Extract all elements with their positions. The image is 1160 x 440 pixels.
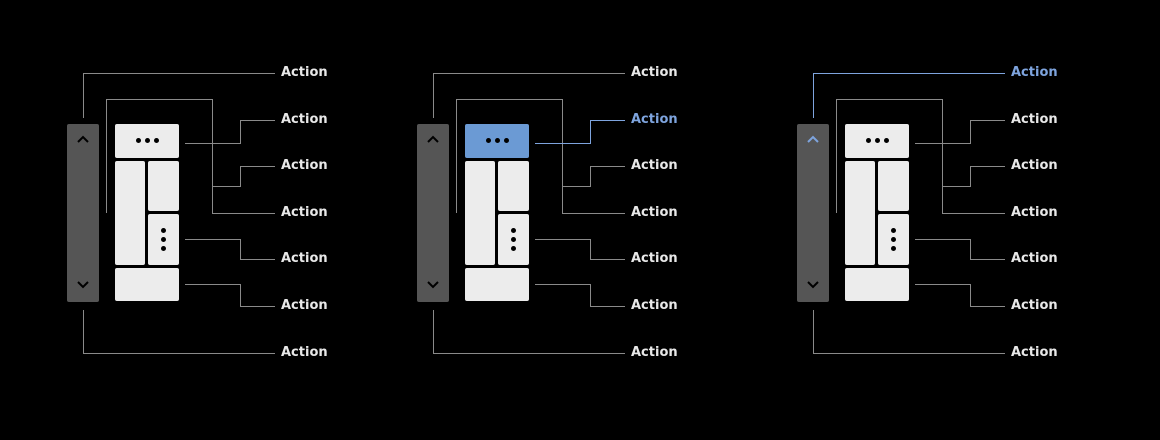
more-vertical-icon <box>510 214 516 265</box>
action-label-active[interactable]: Action <box>631 112 678 127</box>
action-label[interactable]: Action <box>1011 112 1058 127</box>
more-horizontal-tile[interactable] <box>115 124 179 158</box>
leader-line <box>212 166 275 187</box>
leader-line <box>942 166 1005 187</box>
more-vertical-icon <box>890 214 896 265</box>
more-vertical-icon <box>160 214 166 265</box>
leader-line <box>433 310 625 354</box>
action-label[interactable]: Action <box>1011 251 1058 266</box>
more-vertical-tile[interactable] <box>878 214 909 265</box>
wide-tile[interactable] <box>115 268 179 301</box>
action-label[interactable]: Action <box>281 298 328 313</box>
leader-line-active <box>813 73 1005 118</box>
wide-tile[interactable] <box>845 268 909 301</box>
small-tile[interactable] <box>148 161 179 211</box>
leader-line <box>185 239 275 260</box>
leader-line <box>915 120 1005 144</box>
tall-tile[interactable] <box>845 161 875 265</box>
scrollbar[interactable] <box>797 124 829 302</box>
chevron-up-icon[interactable] <box>417 134 449 154</box>
more-horizontal-icon <box>465 138 529 143</box>
leader-line <box>836 99 1005 214</box>
action-label[interactable]: Action <box>1011 158 1058 173</box>
chevron-up-icon[interactable] <box>67 134 99 154</box>
chevron-down-icon[interactable] <box>417 280 449 300</box>
chevron-down-icon[interactable] <box>797 280 829 300</box>
action-label[interactable]: Action <box>631 298 678 313</box>
action-label[interactable]: Action <box>631 251 678 266</box>
leader-line <box>433 73 625 118</box>
chevron-up-icon-active[interactable] <box>797 134 829 154</box>
action-label[interactable]: Action <box>281 112 328 127</box>
action-label[interactable]: Action <box>631 65 678 80</box>
action-label[interactable]: Action <box>281 251 328 266</box>
chevron-down-icon[interactable] <box>67 280 99 300</box>
action-label-active[interactable]: Action <box>1011 65 1058 80</box>
more-vertical-tile[interactable] <box>148 214 179 265</box>
action-label[interactable]: Action <box>281 65 328 80</box>
action-label[interactable]: Action <box>631 345 678 360</box>
more-horizontal-tile-selected[interactable] <box>465 124 529 158</box>
more-horizontal-icon <box>845 138 909 143</box>
wide-tile[interactable] <box>465 268 529 301</box>
small-tile[interactable] <box>878 161 909 211</box>
more-vertical-tile[interactable] <box>498 214 529 265</box>
scrollbar[interactable] <box>67 124 99 302</box>
leader-line <box>535 284 625 307</box>
action-label[interactable]: Action <box>281 345 328 360</box>
action-label[interactable]: Action <box>631 205 678 220</box>
action-label[interactable]: Action <box>1011 298 1058 313</box>
scrollbar[interactable] <box>417 124 449 302</box>
leader-line <box>915 239 1005 260</box>
leader-line <box>915 284 1005 307</box>
leader-line <box>185 120 275 144</box>
leader-line <box>106 99 275 214</box>
action-label[interactable]: Action <box>1011 205 1058 220</box>
small-tile[interactable] <box>498 161 529 211</box>
action-label[interactable]: Action <box>1011 345 1058 360</box>
leader-line <box>813 310 1005 354</box>
tall-tile[interactable] <box>465 161 495 265</box>
more-horizontal-icon <box>115 138 179 143</box>
action-label[interactable]: Action <box>281 158 328 173</box>
leader-line <box>83 73 275 118</box>
leader-line <box>562 166 625 187</box>
leader-line-active <box>535 120 625 144</box>
action-label[interactable]: Action <box>631 158 678 173</box>
leader-line <box>456 99 625 214</box>
more-horizontal-tile[interactable] <box>845 124 909 158</box>
leader-line <box>535 239 625 260</box>
leader-line <box>83 310 275 354</box>
action-label[interactable]: Action <box>281 205 328 220</box>
leader-line <box>185 284 275 307</box>
tall-tile[interactable] <box>115 161 145 265</box>
